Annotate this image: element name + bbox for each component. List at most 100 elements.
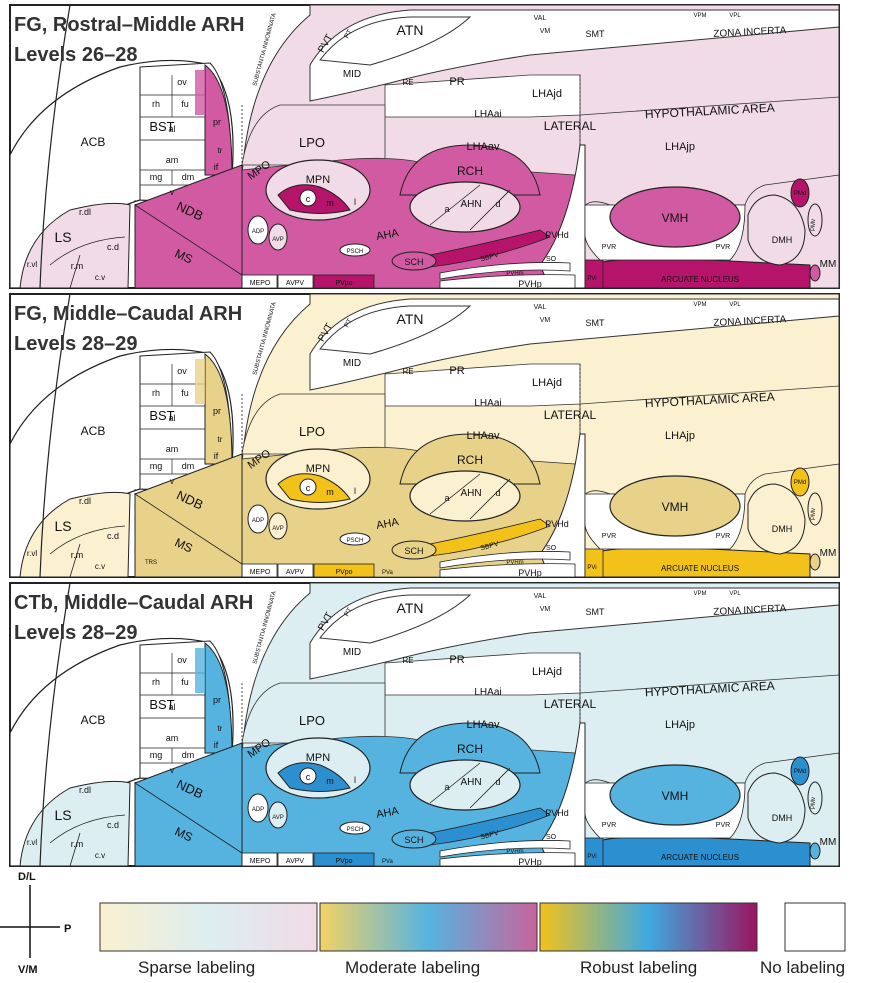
region-label-pvhd: PVHd bbox=[545, 230, 569, 240]
region-label-m: m bbox=[326, 776, 334, 786]
region-label-ls: LS bbox=[54, 518, 71, 534]
region-label-vpl: VPL bbox=[729, 13, 741, 19]
region-label-adp: ADP bbox=[252, 229, 264, 235]
region-label-pmv: PMv bbox=[811, 797, 817, 809]
region-label-rh: rh bbox=[152, 677, 160, 687]
axis-posterior-label: P bbox=[64, 923, 71, 935]
region-label-val: VAL bbox=[534, 593, 547, 600]
region-label-cd: c.d bbox=[107, 820, 119, 830]
region-label-mepo: MEPO bbox=[250, 858, 271, 865]
region-label-vm: VM bbox=[540, 28, 551, 35]
region-label-pmv: PMv bbox=[811, 219, 817, 231]
region-label-pr: pr bbox=[213, 406, 221, 416]
region-label-lateral: LATERAL bbox=[544, 697, 597, 711]
region-label-avp: AVP bbox=[272, 526, 284, 532]
region-label-mg: mg bbox=[150, 172, 163, 182]
region-label-pvhm: PVHm bbox=[506, 560, 523, 566]
region-label-lpo: LPO bbox=[299, 713, 325, 728]
region-label-lhaav: LHAav bbox=[466, 719, 500, 731]
region-label-ahn: AHN bbox=[460, 488, 481, 499]
region-label-lhaav: LHAav bbox=[466, 430, 500, 442]
region-label-sch: SCH bbox=[404, 835, 423, 845]
region-label-cd: c.d bbox=[107, 531, 119, 541]
region-label-if: if bbox=[214, 162, 219, 172]
region-label-vmh: VMH bbox=[662, 211, 689, 225]
region-label-pvi: PVi bbox=[587, 854, 596, 860]
orientation-axis: D/L P V/M bbox=[0, 871, 71, 976]
region-label-avp: AVP bbox=[272, 237, 284, 243]
region-label-tr: tr bbox=[218, 146, 223, 155]
panel-title: FG, Middle–Caudal ARH bbox=[14, 303, 242, 325]
region-label-tr: tr bbox=[218, 724, 223, 733]
region-label-lateral: LATERAL bbox=[544, 119, 597, 133]
region-label-l: l bbox=[354, 775, 356, 785]
region-label-atn: ATN bbox=[397, 22, 424, 38]
region-label-vpm: VPM bbox=[693, 591, 706, 597]
region-label-ov: ov bbox=[177, 366, 187, 376]
legend bbox=[100, 903, 845, 951]
legend-label-moderate: Moderate labeling bbox=[345, 958, 480, 978]
region-label-rdl: r.dl bbox=[79, 496, 91, 506]
region-label-rm: r.m bbox=[71, 839, 84, 849]
region-label-pvr: PVR bbox=[602, 244, 616, 251]
panel-title: FG, Rostral–Middle ARH bbox=[14, 14, 244, 36]
region-label-atn: ATN bbox=[397, 600, 424, 616]
region-label-mg: mg bbox=[150, 750, 163, 760]
region-label-rdl: r.dl bbox=[79, 207, 91, 217]
region-label-pvhm: PVHm bbox=[506, 271, 523, 277]
region-label-rdl: r.dl bbox=[79, 785, 91, 795]
region-label-if: if bbox=[214, 740, 219, 750]
legend-swatch-moderate bbox=[320, 903, 537, 951]
region-label-acb: ACB bbox=[81, 713, 106, 727]
region-label-lhajd: LHAjd bbox=[532, 666, 562, 678]
region-label-pva: PVa bbox=[382, 570, 394, 576]
region-label-rm: r.m bbox=[71, 550, 84, 560]
region-label-arh: ARCUATE NUCLEUS bbox=[661, 853, 739, 862]
region-label-pvpo: PVpo bbox=[335, 569, 352, 576]
region-label-dmh: DMH bbox=[772, 524, 793, 534]
region-label-m: m bbox=[326, 487, 334, 497]
panel-subtitle: Levels 28–29 bbox=[14, 622, 137, 644]
region-label-vpl: VPL bbox=[729, 591, 741, 597]
region-label-c: c bbox=[306, 483, 311, 493]
region-label-so: SO bbox=[546, 834, 557, 841]
region-label-pmv: PMv bbox=[811, 508, 817, 520]
region-label-cv: c.v bbox=[95, 562, 105, 571]
region-label-am: am bbox=[166, 733, 179, 743]
region-label-trs: TRS bbox=[145, 560, 157, 566]
region-label-psch: PSCH bbox=[347, 249, 364, 255]
region-label-lhajp: LHAjp bbox=[665, 719, 695, 731]
region-label-pvhd: PVHd bbox=[545, 808, 569, 818]
region-label-mepo: MEPO bbox=[250, 280, 271, 287]
region-label-pmd: PMd bbox=[794, 191, 806, 197]
region-label-rvl: r.vl bbox=[27, 549, 37, 558]
region-label-rm: r.m bbox=[71, 261, 84, 271]
region-label-ls: LS bbox=[54, 807, 71, 823]
legend-swatch-none bbox=[785, 903, 845, 951]
region-label-pr: pr bbox=[213, 117, 221, 127]
region-label-tr: tr bbox=[218, 435, 223, 444]
region-label-rch: RCH bbox=[457, 742, 483, 756]
region-label-avpv: AVPV bbox=[286, 280, 304, 287]
region-label-lhaai: LHAai bbox=[474, 398, 501, 409]
panel-2: ATNPVTPTMIDREPRVALVMSMTVPMVPLZONA INCERT… bbox=[10, 294, 839, 578]
region-label-pvr: PVR bbox=[602, 533, 616, 540]
region-label-fu: fu bbox=[181, 388, 189, 398]
region-label-if: if bbox=[214, 451, 219, 461]
region-label-acb: ACB bbox=[81, 424, 106, 438]
region-label-arh: ARCUATE NUCLEUS bbox=[661, 564, 739, 573]
region-label-rh: rh bbox=[152, 388, 160, 398]
region-label-re: RE bbox=[402, 656, 413, 665]
region-label-ahn: AHN bbox=[460, 777, 481, 788]
region-label-lhaav: LHAav bbox=[466, 141, 500, 153]
region-label-so: SO bbox=[546, 545, 557, 552]
region-label-smt: SMT bbox=[586, 607, 606, 617]
legend-label-robust: Robust labeling bbox=[580, 958, 697, 978]
region-label-val: VAL bbox=[534, 15, 547, 22]
region-label-mpn: MPN bbox=[306, 463, 331, 475]
legend-label-none: No labeling bbox=[760, 958, 845, 978]
region-label-pvhd: PVHd bbox=[545, 519, 569, 529]
